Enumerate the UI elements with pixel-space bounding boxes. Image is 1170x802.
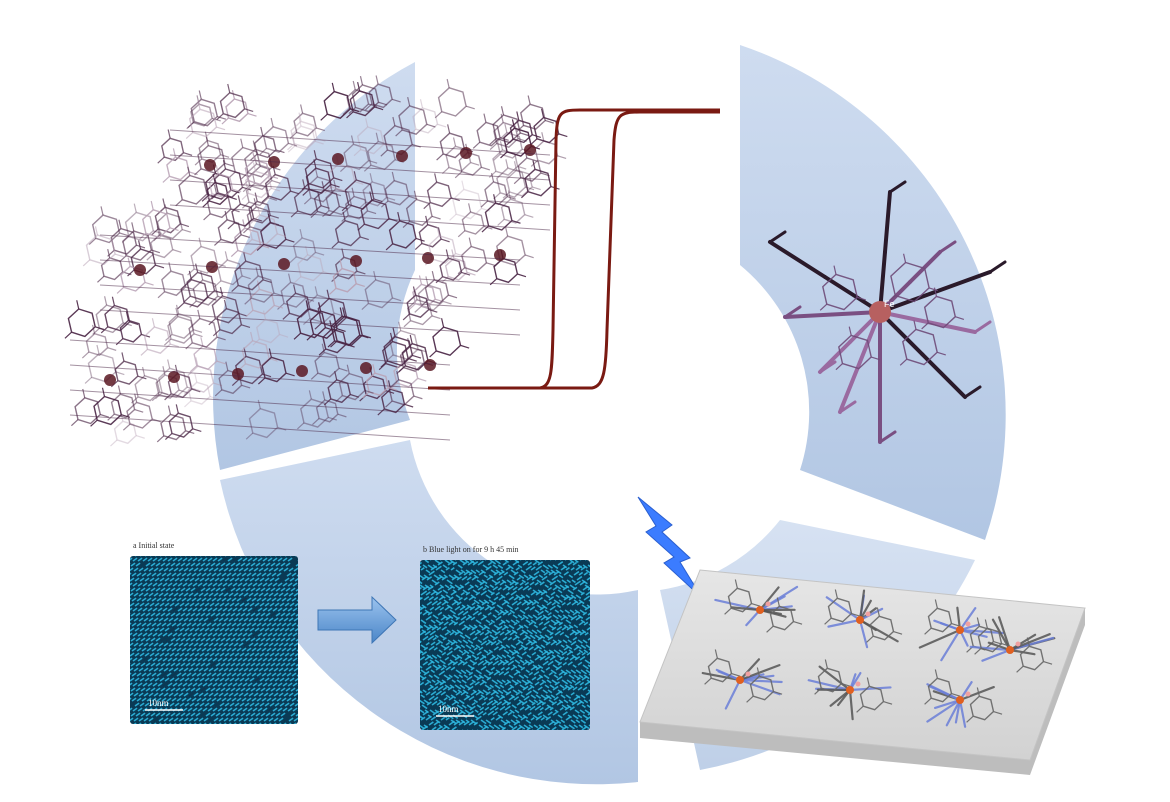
substrate-with-molecular-film (639, 569, 1086, 775)
stm-initial-label: a Initial state (133, 541, 175, 550)
lightning-bolt-icon (637, 496, 703, 599)
stm-after-label: b Blue light on for 9 h 45 min (423, 545, 519, 554)
single-molecule-structure (768, 180, 1007, 444)
metal-atom-label: Fe (884, 299, 895, 309)
substrate-top (639, 569, 1086, 761)
hysteresis-curve-cooling (470, 110, 720, 390)
hysteresis-curve-warming (428, 108, 720, 390)
hysteresis-loop (428, 108, 720, 390)
stm-image-initial: 10nm (130, 556, 298, 724)
right-arrow-icon (317, 595, 397, 645)
crystal-packing-structure (64, 75, 568, 447)
scale-bar-label: 10nm (148, 698, 169, 708)
scale-bar-label: 10nm (438, 704, 459, 714)
stm-image-after-light: 10nm (420, 560, 590, 730)
ring-segment-top-right (740, 45, 1006, 540)
